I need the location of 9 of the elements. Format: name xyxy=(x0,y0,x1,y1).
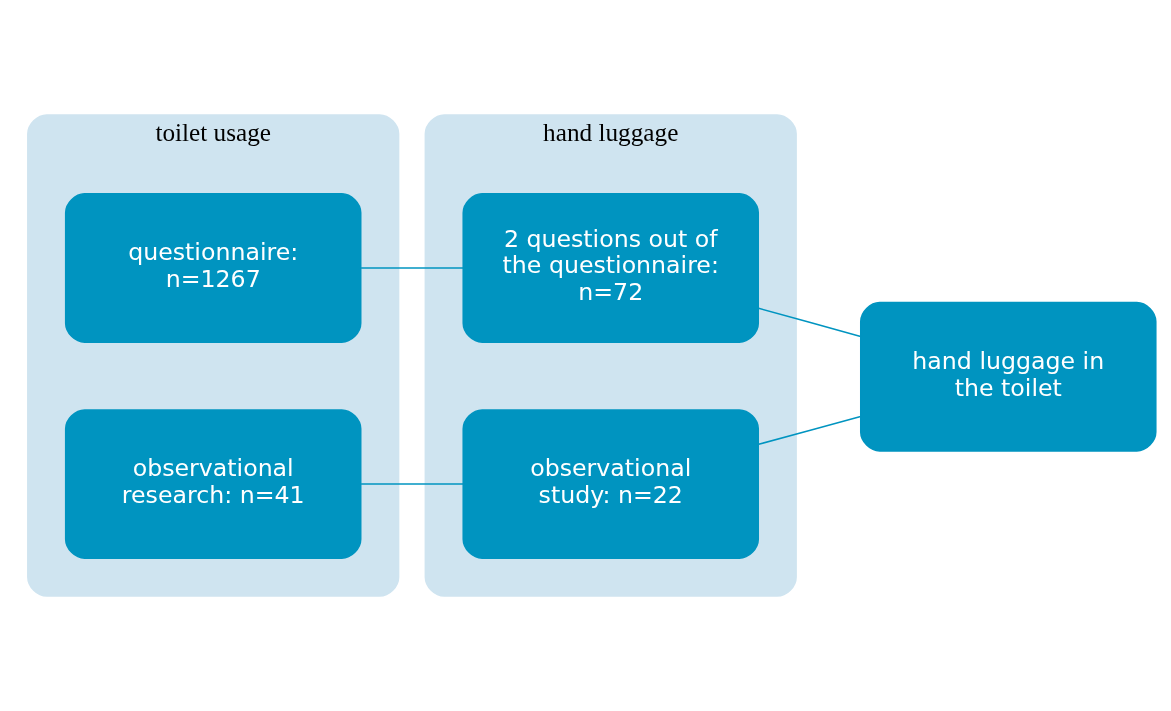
node-box: hand luggage in the toilet xyxy=(860,301,1157,452)
node-box: questionnaire: n=1267 xyxy=(64,193,362,343)
node-box: 2 questions out of the questionnaire: n=72 xyxy=(462,193,760,343)
connector xyxy=(757,307,862,338)
node-box: observational study: n=22 xyxy=(462,409,760,559)
connector xyxy=(757,415,862,446)
connector xyxy=(360,267,464,269)
node-box: observational research: n=41 xyxy=(64,409,362,559)
connector xyxy=(360,483,464,485)
